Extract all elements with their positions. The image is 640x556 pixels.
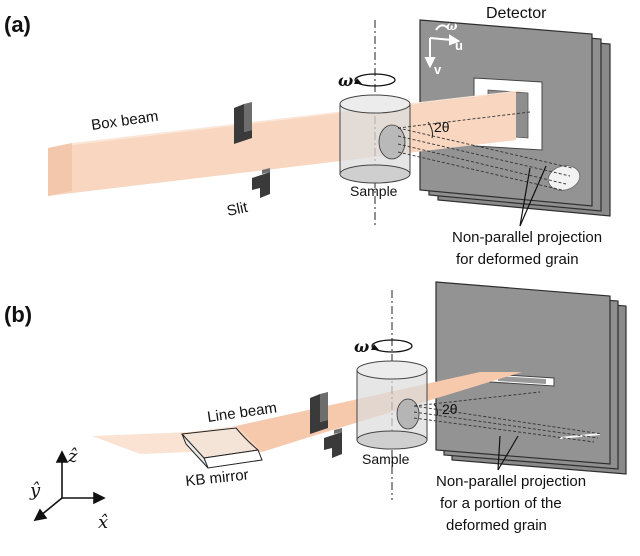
detector-label: Detector: [486, 5, 547, 22]
grain-a: [378, 124, 406, 160]
slit-blade-upper: [234, 104, 252, 144]
diffraction-spot-a: [547, 165, 581, 191]
axis-x-label: x̂: [98, 512, 108, 533]
two-theta-label-a: 2θ: [434, 119, 450, 135]
omega-label-a: ω: [338, 71, 353, 90]
panel-a-label: (a): [4, 12, 31, 37]
panel-b-label: (b): [4, 302, 32, 327]
projection-pointer-b: [497, 435, 519, 471]
projection-text-b3: deformed grain: [446, 517, 547, 534]
diffraction-line-b: [559, 433, 601, 439]
projection-text-a2: for deformed grain: [456, 251, 579, 268]
box-beam-end: [48, 143, 72, 196]
two-theta-arc-a: [427, 121, 433, 139]
projection-text-a1: Non-parallel projection: [452, 229, 602, 246]
grain-b: [396, 398, 420, 430]
kb-mirror-label: KB mirror: [185, 466, 250, 490]
sample-label-a: Sample: [350, 183, 398, 199]
sample-cylinder-a: [339, 94, 411, 184]
detector-axes-a: [424, 24, 461, 69]
panel-b: (b) KB mirror Line beam: [4, 281, 627, 534]
projection-pointer-a: [519, 165, 547, 227]
slit-blade-lower: [252, 172, 270, 198]
diffracted-rays-a: [397, 111, 573, 191]
omega-arrow-a: [354, 73, 396, 87]
detector-stack-b: [435, 281, 627, 475]
omega-arrow-b: [371, 339, 413, 353]
detector-v-label: v: [434, 62, 442, 77]
diffracted-rays-b: [413, 391, 603, 443]
projection-text-b2: for a portion of the: [440, 495, 562, 512]
two-theta-label-b: 2θ: [442, 401, 458, 417]
projection-text-b1: Non-parallel projection: [436, 473, 586, 490]
detector-plate-front-b: [435, 281, 611, 465]
kb-mirror: [181, 427, 263, 469]
detector-u-label: u: [455, 38, 463, 53]
omega-label-b: ω: [354, 337, 369, 356]
axis-z-label: ẑ: [67, 446, 78, 467]
box-beam-top: [48, 88, 540, 148]
axis-y-label: ŷ: [29, 480, 41, 501]
slit-b: [310, 392, 342, 458]
detector-omega-label: ω: [446, 19, 458, 33]
slit-a: [234, 102, 270, 198]
coordinate-axes: [33, 450, 106, 522]
panel-a: (a) ω u v Detector: [4, 5, 611, 268]
sample-label-b: Sample: [362, 451, 410, 467]
sample-cylinder-b: [356, 360, 428, 450]
slit-label: Slit: [225, 199, 250, 220]
two-theta-arc-b: [433, 403, 439, 417]
box-beam-label: Box beam: [90, 108, 159, 134]
